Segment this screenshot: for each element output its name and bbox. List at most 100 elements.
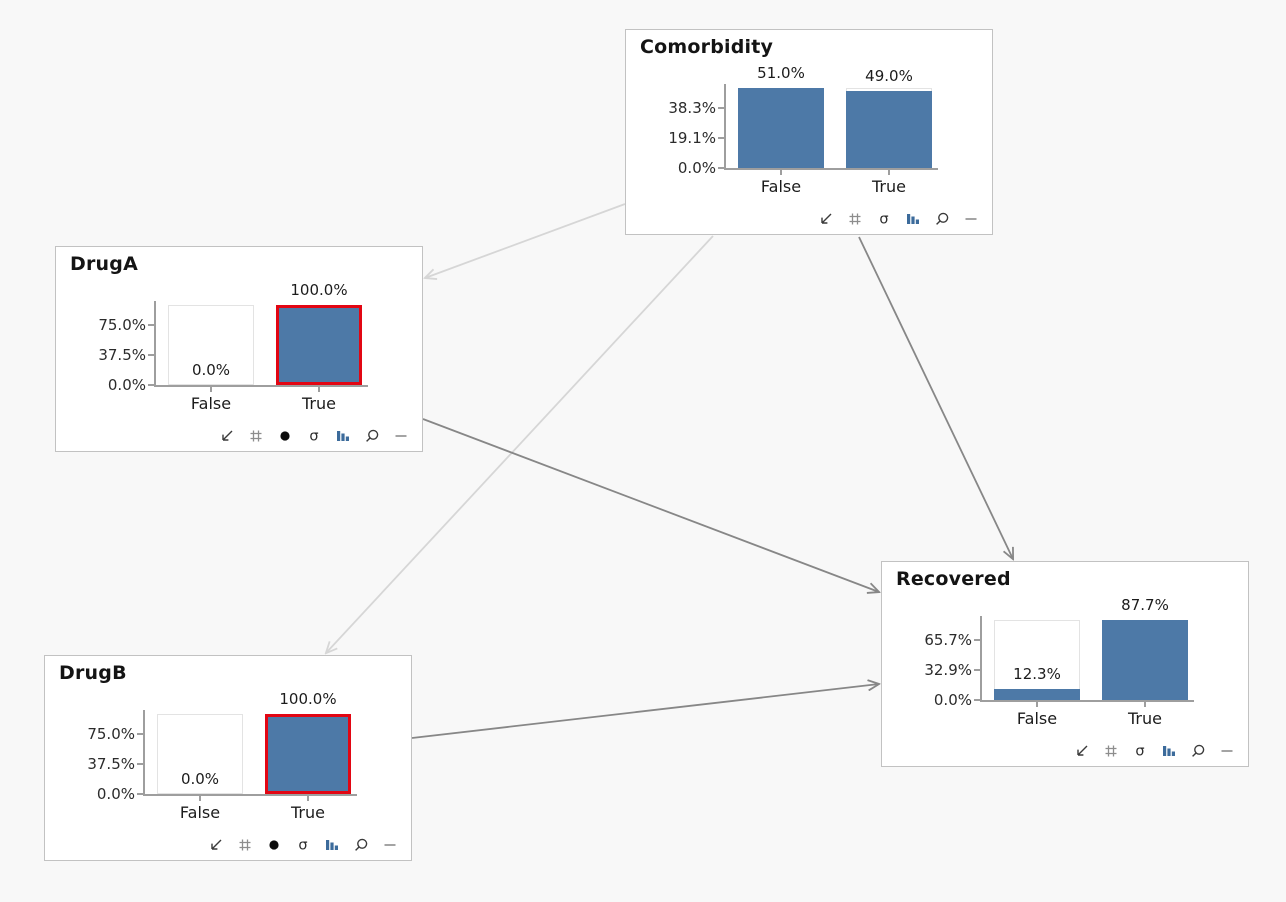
y-tick — [137, 733, 143, 735]
y-tick-label: 0.0% — [933, 691, 972, 709]
node-title: Comorbidity — [640, 36, 774, 58]
move-icon[interactable] — [219, 428, 235, 444]
category-label-false: False — [190, 394, 232, 413]
barchart-icon[interactable] — [335, 428, 351, 444]
bar-true[interactable] — [265, 714, 351, 794]
zoom-icon[interactable] — [364, 428, 380, 444]
move-icon[interactable] — [818, 211, 834, 227]
zoom-icon[interactable] — [353, 837, 369, 853]
grid-icon-glyph — [1105, 745, 1117, 757]
zoom-icon-glyph — [1192, 744, 1205, 757]
ghost-bar-false — [168, 305, 254, 385]
barchart-icon[interactable] — [905, 211, 921, 227]
sigma-icon[interactable]: σ — [876, 211, 892, 228]
edge-comorbidity-to-recovered — [858, 236, 1013, 559]
minus-icon-glyph — [1221, 750, 1233, 752]
x-tick — [1036, 702, 1038, 707]
ghost-bar-false — [157, 714, 243, 794]
evidence-dot-icon[interactable] — [277, 428, 293, 444]
value-label-false: 0.0% — [180, 770, 220, 788]
move-icon-glyph — [211, 839, 222, 850]
sigma-icon[interactable]: σ — [306, 428, 322, 445]
node-toolbar: σ — [818, 209, 979, 229]
edge-drugA-to-recovered — [422, 418, 879, 592]
bar-true[interactable] — [846, 91, 932, 168]
grid-icon[interactable] — [847, 211, 863, 227]
barchart-icon[interactable] — [1161, 743, 1177, 759]
y-tick-label: 75.0% — [87, 725, 135, 743]
move-icon-glyph — [821, 213, 832, 224]
y-tick-label: 65.7% — [924, 631, 972, 649]
bar-false[interactable] — [738, 88, 824, 168]
minus-icon-glyph — [384, 844, 396, 846]
node-title: DrugA — [70, 253, 138, 275]
sigma-icon[interactable]: σ — [295, 837, 311, 854]
node-toolbar: σ — [219, 426, 409, 446]
x-tick — [199, 796, 201, 801]
x-tick — [888, 170, 890, 175]
barchart-icon-glyph — [337, 431, 349, 441]
minus-icon-glyph — [965, 218, 977, 220]
sigma-icon[interactable]: σ — [1132, 743, 1148, 760]
svg-text:σ: σ — [298, 838, 307, 854]
bar-false[interactable] — [994, 689, 1080, 700]
y-tick — [137, 793, 143, 795]
grid-icon[interactable] — [1103, 743, 1119, 759]
move-icon[interactable] — [208, 837, 224, 853]
minus-icon-glyph — [395, 435, 407, 437]
zoom-icon-glyph — [355, 838, 368, 851]
category-label-false: False — [179, 803, 221, 822]
barchart-icon-glyph — [326, 840, 338, 850]
bar-true[interactable] — [276, 305, 362, 385]
sigma-icon-glyph: σ — [879, 212, 888, 228]
svg-text:σ: σ — [309, 429, 318, 445]
y-tick — [148, 354, 154, 356]
evidence-dot-icon-glyph — [269, 840, 279, 850]
y-tick-label: 37.5% — [98, 346, 146, 364]
x-axis — [143, 794, 357, 796]
grid-icon[interactable] — [248, 428, 264, 444]
barchart-icon[interactable] — [324, 837, 340, 853]
x-tick — [318, 387, 320, 392]
node-title: DrugB — [59, 662, 127, 684]
minus-icon[interactable] — [1219, 743, 1235, 759]
x-axis — [980, 700, 1194, 702]
value-label-false: 0.0% — [191, 361, 231, 379]
bar-true[interactable] — [1102, 620, 1188, 700]
category-label-true: True — [872, 177, 906, 196]
zoom-icon-glyph — [366, 429, 379, 442]
svg-text:σ: σ — [879, 212, 888, 228]
edge-comorbidity-to-drugA — [425, 203, 626, 278]
move-icon-glyph — [222, 430, 233, 441]
sigma-icon-glyph: σ — [309, 429, 318, 445]
y-tick-label: 0.0% — [96, 785, 135, 803]
evidence-dot-icon[interactable] — [266, 837, 282, 853]
grid-icon[interactable] — [237, 837, 253, 853]
minus-icon[interactable] — [382, 837, 398, 853]
zoom-icon-glyph — [936, 212, 949, 225]
sigma-icon-glyph: σ — [1135, 744, 1144, 760]
minus-icon[interactable] — [393, 428, 409, 444]
grid-icon-glyph — [849, 213, 861, 225]
barchart-icon-glyph — [907, 214, 919, 224]
zoom-icon[interactable] — [934, 211, 950, 227]
minus-icon[interactable] — [963, 211, 979, 227]
category-label-true: True — [291, 803, 325, 822]
move-icon[interactable] — [1074, 743, 1090, 759]
node-toolbar: σ — [208, 835, 398, 855]
value-label-true: 49.0% — [865, 67, 913, 85]
zoom-icon[interactable] — [1190, 743, 1206, 759]
ghost-bar-false — [994, 620, 1080, 700]
value-label-false: 51.0% — [757, 64, 805, 82]
y-tick — [974, 699, 980, 701]
value-label-false: 12.3% — [1013, 665, 1061, 683]
